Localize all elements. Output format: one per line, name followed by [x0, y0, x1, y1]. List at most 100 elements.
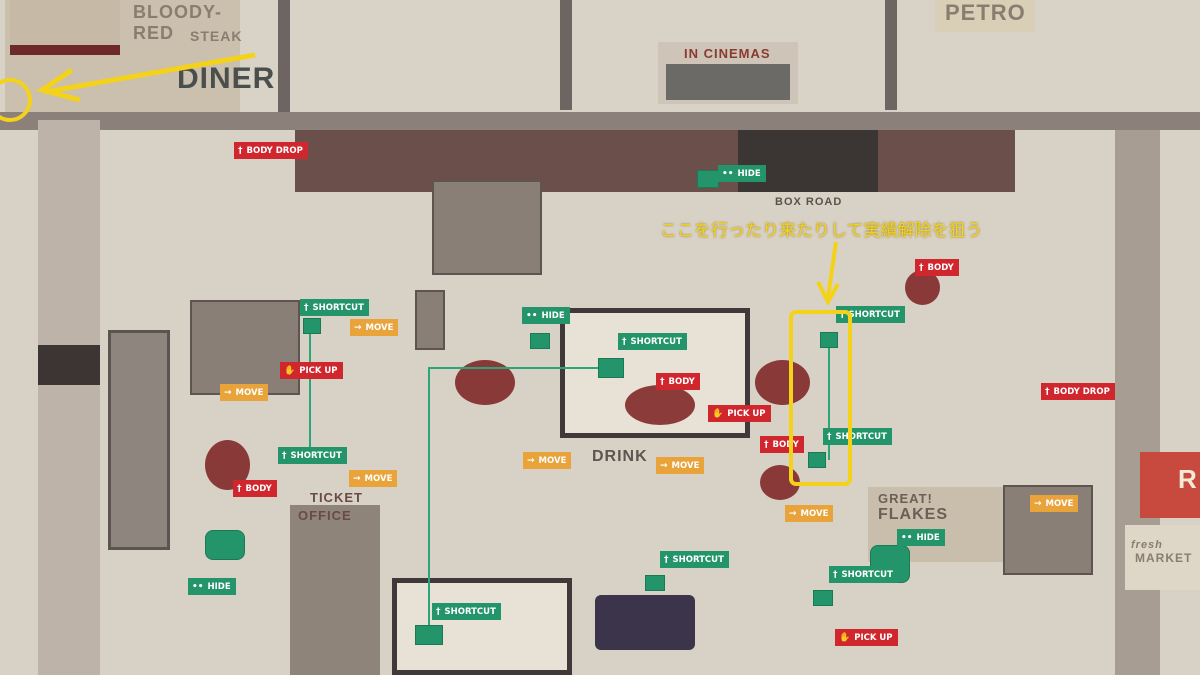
label-pick-up[interactable]: ✋PICK UP — [708, 405, 771, 422]
label-text: SHORTCUT — [630, 336, 682, 347]
body-icon: † — [238, 145, 243, 156]
ticket-booth — [290, 505, 380, 675]
corner-sign: R — [1140, 452, 1200, 518]
label-body[interactable]: †BODY — [915, 259, 959, 276]
label-move[interactable]: →MOVE — [1030, 495, 1079, 512]
label-text: HIDE — [737, 168, 761, 179]
label-body-drop[interactable]: †BODY DROP — [234, 142, 308, 159]
frame-pillar — [278, 0, 290, 115]
highlight-circle — [0, 78, 32, 122]
label-text: HIDE — [916, 532, 940, 543]
pickup-icon: ✋ — [712, 408, 724, 419]
shortcut-marker[interactable] — [813, 590, 833, 606]
ticket-sign-2: OFFICE — [298, 508, 352, 523]
annotation-arrow — [44, 52, 256, 95]
frame-beam — [560, 0, 572, 110]
diner-sign-line1: BLOODY-RED — [133, 2, 223, 43]
label-shortcut[interactable]: †SHORTCUT — [278, 447, 347, 464]
arrow-icon: → — [224, 387, 232, 398]
shortcut-marker[interactable] — [808, 452, 826, 468]
label-body[interactable]: †BODY — [656, 373, 700, 390]
body-icon: † — [1045, 386, 1050, 397]
label-text: MOVE — [235, 387, 264, 398]
person-icon: † — [833, 569, 838, 580]
arrow-icon: → — [354, 322, 362, 333]
hide-spot[interactable] — [205, 530, 245, 560]
label-text: SHORTCUT — [672, 554, 724, 565]
label-move[interactable]: →MOVE — [785, 505, 834, 522]
annotation-arrowhead — [35, 67, 81, 103]
brick-building — [295, 130, 1015, 192]
label-pick-up[interactable]: ✋PICK UP — [835, 629, 898, 646]
ticket-sign-1: TICKET — [310, 490, 363, 505]
shortcut-path — [428, 367, 430, 632]
annotation-arrowhead — [816, 281, 840, 307]
label-text: MOVE — [1045, 498, 1074, 509]
person-icon: † — [282, 450, 287, 461]
label-shortcut[interactable]: †SHORTCUT — [618, 333, 687, 350]
person-icon: † — [436, 606, 441, 617]
label-body[interactable]: †BODY — [233, 480, 277, 497]
concrete-pillar — [38, 120, 100, 675]
train-car — [108, 330, 170, 550]
shortcut-marker[interactable] — [303, 318, 321, 334]
label-hide[interactable]: ••HIDE — [522, 307, 570, 324]
label-hide[interactable]: ••HIDE — [718, 165, 766, 182]
label-text: SHORTCUT — [444, 606, 496, 617]
drink-sign: DRINK — [592, 448, 648, 465]
label-move[interactable]: →MOVE — [350, 319, 399, 336]
label-move[interactable]: →MOVE — [523, 452, 572, 469]
market-sign: fresh MARKET — [1125, 525, 1200, 590]
label-pick-up[interactable]: ✋PICK UP — [280, 362, 343, 379]
crate-stack — [432, 180, 542, 275]
cinema-billboard: IN CINEMAS — [658, 42, 798, 104]
label-move[interactable]: →MOVE — [349, 470, 398, 487]
crate-stack — [190, 300, 300, 395]
label-text: BODY — [668, 376, 695, 387]
label-shortcut[interactable]: †SHORTCUT — [829, 566, 898, 583]
label-text: SHORTCUT — [312, 302, 364, 313]
label-text: PICK UP — [854, 632, 893, 643]
market-line1: fresh — [1131, 539, 1163, 551]
body-icon: † — [660, 376, 665, 387]
label-shortcut[interactable]: †SHORTCUT — [823, 428, 892, 445]
label-shortcut[interactable]: †SHORTCUT — [660, 551, 729, 568]
shortcut-path — [309, 330, 311, 460]
label-text: SHORTCUT — [290, 450, 342, 461]
label-shortcut[interactable]: †SHORTCUT — [432, 603, 501, 620]
label-text: SHORTCUT — [841, 569, 893, 580]
label-body-drop[interactable]: †BODY DROP — [1041, 383, 1115, 400]
label-move[interactable]: →MOVE — [656, 457, 705, 474]
arrow-icon: → — [1034, 498, 1042, 509]
label-text: BODY — [245, 483, 272, 494]
label-shortcut[interactable]: †SHORTCUT — [300, 299, 369, 316]
person-icon: † — [827, 431, 832, 442]
shortcut-path — [428, 367, 598, 369]
label-text: PICK UP — [299, 365, 338, 376]
label-move[interactable]: →MOVE — [220, 384, 269, 401]
petro-sign: PETRO — [935, 0, 1035, 32]
flakes-line2: FLAKES — [878, 506, 948, 523]
shortcut-marker[interactable] — [415, 625, 443, 645]
shortcut-marker[interactable] — [598, 358, 624, 378]
label-text: SHORTCUT — [848, 309, 900, 320]
shortcut-marker[interactable] — [820, 332, 838, 348]
pickup-icon: ✋ — [284, 365, 296, 376]
ledge — [0, 112, 1200, 130]
label-hide[interactable]: ••HIDE — [897, 529, 945, 546]
diner-sign-line2: STEAK — [190, 28, 243, 44]
label-text: BODY DROP — [246, 145, 303, 156]
label-shortcut[interactable]: †SHORTCUT — [836, 306, 905, 323]
arrow-icon: → — [353, 473, 361, 484]
label-text: BODY — [772, 439, 799, 450]
label-hide[interactable]: ••HIDE — [188, 578, 236, 595]
hide-spot[interactable] — [530, 333, 550, 349]
label-text: SHORTCUT — [835, 431, 887, 442]
shortcut-marker[interactable] — [645, 575, 665, 591]
body-icon: † — [764, 439, 769, 450]
person-icon: † — [304, 302, 309, 313]
label-text: MOVE — [538, 455, 567, 466]
annotation-arrow — [826, 241, 838, 299]
